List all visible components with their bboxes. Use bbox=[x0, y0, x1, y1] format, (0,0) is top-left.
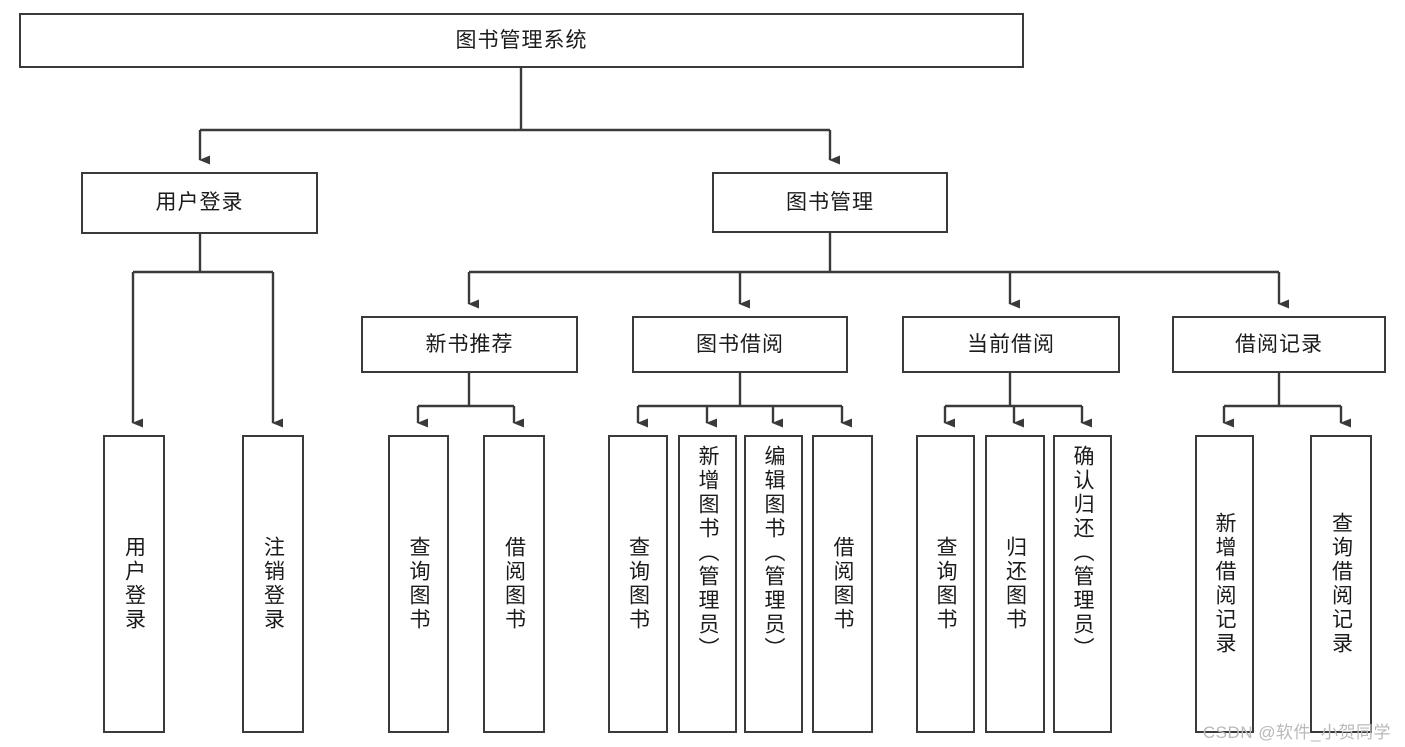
leaf-borrow-book-recommend[interactable]: 借阅图书 bbox=[483, 435, 545, 733]
node-label: 新增图书（管理员） bbox=[696, 445, 719, 661]
node-label: 编辑图书（管理员） bbox=[762, 445, 785, 661]
leaf-user-login[interactable]: 用户登录 bbox=[103, 435, 165, 733]
node-new-book-recommend[interactable]: 新书推荐 bbox=[361, 316, 578, 373]
node-label: 借阅记录 bbox=[1235, 332, 1323, 356]
node-book-borrow[interactable]: 图书借阅 bbox=[632, 316, 848, 373]
node-label: 查询借阅记录 bbox=[1329, 512, 1353, 656]
node-label: 借阅图书 bbox=[502, 536, 526, 632]
node-label: 用户登录 bbox=[122, 536, 146, 632]
leaf-query-book-recommend[interactable]: 查询图书 bbox=[388, 435, 449, 733]
node-label: 当前借阅 bbox=[967, 332, 1055, 356]
node-label: 注销登录 bbox=[261, 536, 285, 632]
leaf-borrow-book-borrow[interactable]: 借阅图书 bbox=[812, 435, 873, 733]
node-label: 确认归还（管理员） bbox=[1071, 445, 1094, 661]
leaf-confirm-return-admin[interactable]: 确认归还（管理员） bbox=[1053, 435, 1112, 733]
node-current-borrow[interactable]: 当前借阅 bbox=[902, 316, 1120, 373]
node-label: 新增借阅记录 bbox=[1213, 512, 1236, 656]
node-label: 查询图书 bbox=[934, 536, 957, 632]
node-label: 图书借阅 bbox=[696, 332, 784, 356]
node-label: 借阅图书 bbox=[831, 536, 854, 632]
leaf-logout-login[interactable]: 注销登录 bbox=[242, 435, 304, 733]
node-root-book-management-system[interactable]: 图书管理系统 bbox=[19, 13, 1024, 68]
node-label: 归还图书 bbox=[1003, 536, 1027, 632]
node-label: 查询图书 bbox=[626, 536, 650, 632]
node-label: 用户登录 bbox=[155, 191, 244, 215]
node-label: 新书推荐 bbox=[425, 332, 514, 356]
leaf-add-borrow-record[interactable]: 新增借阅记录 bbox=[1195, 435, 1254, 733]
node-borrow-record[interactable]: 借阅记录 bbox=[1172, 316, 1386, 373]
leaf-add-book-admin[interactable]: 新增图书（管理员） bbox=[678, 435, 737, 733]
leaf-query-borrow-record[interactable]: 查询借阅记录 bbox=[1310, 435, 1372, 733]
leaf-query-book-current[interactable]: 查询图书 bbox=[916, 435, 975, 733]
node-label: 查询图书 bbox=[407, 536, 430, 632]
node-book-management[interactable]: 图书管理 bbox=[712, 172, 948, 233]
watermark-text: CSDN @软件_小贺同学 bbox=[1202, 723, 1391, 742]
node-label: 图书管理系统 bbox=[455, 28, 588, 52]
leaf-edit-book-admin[interactable]: 编辑图书（管理员） bbox=[744, 435, 803, 733]
node-label: 图书管理 bbox=[786, 190, 874, 214]
leaf-query-book-borrow[interactable]: 查询图书 bbox=[608, 435, 668, 733]
leaf-return-book[interactable]: 归还图书 bbox=[985, 435, 1045, 733]
node-user-login[interactable]: 用户登录 bbox=[81, 172, 318, 234]
